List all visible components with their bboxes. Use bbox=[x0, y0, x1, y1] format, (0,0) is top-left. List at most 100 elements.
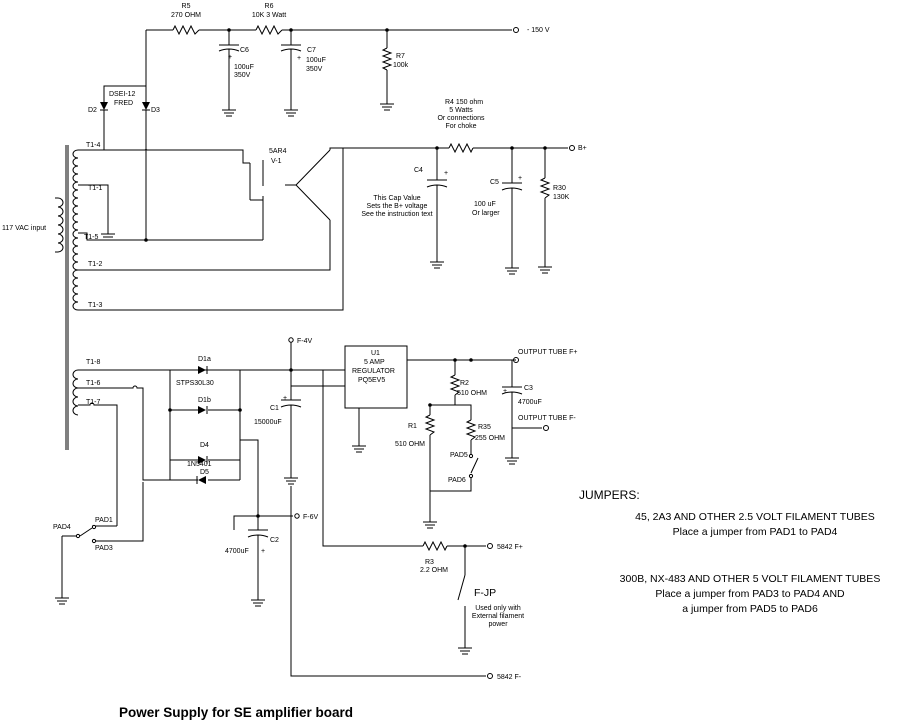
c5-capacitor bbox=[501, 148, 523, 275]
c2-ref: C2 bbox=[270, 537, 279, 544]
c6-capacitor bbox=[218, 30, 240, 117]
d4-diode bbox=[198, 456, 206, 464]
tap-t1-8: T1-8 bbox=[86, 359, 101, 366]
bplus-labels: 5AR4 V-1 R4 150 ohm 5 Watts Or connectio… bbox=[269, 99, 587, 218]
r7-value: 100k bbox=[393, 62, 409, 69]
cap-note-1: This Cap Value bbox=[373, 195, 420, 202]
d5-diode bbox=[198, 476, 206, 484]
c5-ref: C5 bbox=[490, 179, 499, 186]
c4-ref: C4 bbox=[414, 167, 423, 174]
rectifier-tube-v1 bbox=[249, 147, 343, 240]
f6v-label: F-6V bbox=[303, 514, 319, 521]
tap-t1-5: T1-5 bbox=[84, 234, 99, 241]
out-fminus-terminal bbox=[543, 425, 549, 431]
jumpers-heading: JUMPERS: bbox=[579, 488, 640, 502]
r7-ref: R7 bbox=[396, 53, 405, 60]
r1-resistor bbox=[422, 405, 438, 529]
regulator-section bbox=[240, 337, 549, 529]
pad3-label: PAD3 bbox=[95, 545, 113, 552]
filament-rectifiers bbox=[168, 366, 259, 516]
c1-value: 15000uF bbox=[254, 419, 282, 426]
r30-value: 130K bbox=[553, 194, 570, 201]
r6-value: 10K 3 Watt bbox=[252, 12, 286, 19]
c2-value: 4700uF bbox=[225, 548, 249, 555]
d2-diode bbox=[100, 102, 108, 110]
jumper-notes: JUMPERS: 45, 2A3 AND OTHER 2.5 VOLT FILA… bbox=[579, 488, 880, 615]
pad3 bbox=[91, 538, 97, 544]
r6-resistor bbox=[255, 24, 283, 36]
c1-ref: C1 bbox=[270, 405, 279, 412]
r3-value: 2.2 OHM bbox=[420, 567, 448, 574]
d5-ref: D5 bbox=[200, 469, 209, 476]
d1a-ref: D1a bbox=[198, 356, 211, 363]
bplus-label: B+ bbox=[578, 145, 587, 152]
r4-resistor bbox=[448, 142, 474, 154]
r2-ref: R2 bbox=[460, 380, 469, 387]
c4-plus: + bbox=[444, 170, 448, 177]
pad5 bbox=[468, 453, 474, 459]
out-fplus-label: OUTPUT TUBE F+ bbox=[518, 349, 577, 356]
c5-note: Or larger bbox=[472, 210, 500, 217]
pad4-label: PAD4 bbox=[53, 524, 71, 531]
c3-value: 4700uF bbox=[518, 399, 542, 406]
d2-ref: D2 bbox=[88, 107, 97, 114]
u1-ref: U1 bbox=[371, 350, 380, 357]
tap-t1-4: T1-4 bbox=[86, 142, 101, 149]
pad6-label: PAD6 bbox=[448, 477, 466, 484]
r1-ref: R1 bbox=[408, 423, 417, 430]
out-fminus-label: OUTPUT TUBE F- bbox=[518, 415, 576, 422]
c2-plus: + bbox=[261, 548, 265, 555]
transformer-labels: 117 VAC input T1-4 T1-1 T1-5 T1-2 T1-3 T… bbox=[2, 142, 103, 406]
u1-part: PQ5EV5 bbox=[358, 377, 385, 384]
r35-ref: R35 bbox=[478, 424, 491, 431]
pad1-label: PAD1 bbox=[95, 517, 113, 524]
c6-value: 100uF bbox=[234, 64, 254, 71]
f6v-terminal bbox=[294, 513, 300, 519]
bplus-network bbox=[343, 142, 575, 275]
fplus5842-label: 5842 F+ bbox=[497, 544, 523, 551]
d1b-diode bbox=[198, 406, 206, 414]
negative-supply-section bbox=[100, 24, 519, 240]
c7-ref: C7 bbox=[307, 47, 316, 54]
r4-watts: 5 Watts bbox=[449, 107, 473, 114]
c7-plus: + bbox=[297, 55, 301, 62]
r5-resistor bbox=[172, 24, 200, 36]
jumpers-group2-line1: 300B, NX-483 AND OTHER 5 VOLT FILAMENT T… bbox=[620, 573, 881, 585]
c4-capacitor bbox=[426, 148, 448, 269]
bplus-terminal bbox=[569, 145, 575, 151]
cap-note-2: Sets the B+ voltage bbox=[367, 203, 428, 210]
r2-resistor bbox=[429, 360, 472, 415]
d1a-diode bbox=[198, 366, 206, 374]
c6-voltage: 350V bbox=[234, 72, 251, 79]
d3-diode bbox=[142, 102, 150, 110]
r4-choke: For choke bbox=[445, 123, 476, 130]
r5-ref: R5 bbox=[182, 3, 191, 10]
c6-plus: + bbox=[228, 54, 232, 61]
pad1 bbox=[91, 524, 97, 530]
jumpers-group1-line2: Place a jumper from PAD1 to PAD4 bbox=[673, 526, 838, 538]
r3-resistor bbox=[422, 540, 448, 552]
r4-ref: R4 150 ohm bbox=[445, 99, 483, 106]
fminus5842-label: 5842 F- bbox=[497, 674, 522, 681]
c3-capacitor bbox=[471, 359, 542, 465]
u1-rating: 5 AMP bbox=[364, 359, 385, 366]
u1-regulator bbox=[344, 345, 408, 409]
d4-ref: D4 bbox=[200, 442, 209, 449]
diode-part: 1N5401 bbox=[187, 461, 212, 468]
jumpers-group2-line2: Place a jumper from PAD3 to PAD4 AND bbox=[655, 588, 845, 600]
c6-ref: C6 bbox=[240, 47, 249, 54]
r1-value: 510 OHM bbox=[395, 441, 425, 448]
f4v-terminal bbox=[288, 337, 294, 343]
r3-ref: R3 bbox=[425, 559, 434, 566]
filament-labels: D1a STPS30L30 D1b D4 1N5401 D5 + C1 1500… bbox=[53, 338, 577, 681]
fjp-note-1: Used only with bbox=[475, 605, 521, 612]
r6-ref: R6 bbox=[265, 3, 274, 10]
fjp-note-2: External filament bbox=[472, 613, 524, 620]
tap-t1-2: T1-2 bbox=[88, 261, 103, 268]
neg150-label: - 150 V bbox=[527, 27, 550, 34]
d1b-ref: D1b bbox=[198, 397, 211, 404]
jumpers-group2-line3: a jumper from PAD5 to PAD6 bbox=[682, 603, 818, 615]
c5-plus: + bbox=[518, 175, 522, 182]
primary-winding bbox=[55, 197, 64, 253]
